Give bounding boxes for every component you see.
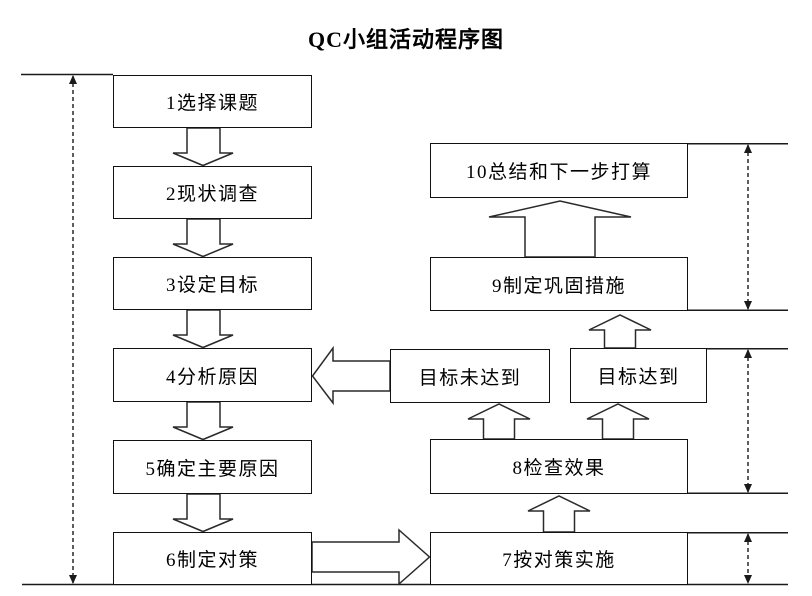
arrow-down-head-icon: [69, 575, 77, 584]
right-span-dashed-double-arrow-step-7: [744, 533, 752, 584]
flow-box-5-determine-main-cause: 5确定主要原因: [113, 440, 312, 494]
right-span-dashed-double-arrow-step-8: [744, 349, 752, 493]
arrow-step8-to-goal-met-icon: [586, 403, 650, 440]
arrow-step5-to-step6-icon: [172, 493, 234, 533]
left-span-dashed-double-arrow: [69, 75, 77, 584]
flow-box-6-make-countermeasures: 6制定对策: [113, 532, 312, 585]
arrow-up-head-icon: [744, 144, 752, 153]
arrow-step7-to-step8-icon: [527, 495, 591, 533]
arrow-down-head-icon: [744, 301, 752, 310]
arrow-down-head-icon: [744, 484, 752, 493]
arrow-goal-met-to-step9-icon: [588, 314, 652, 349]
arrow-step3-to-step4-icon: [172, 309, 234, 349]
arrow-up-head-icon: [744, 349, 752, 358]
flow-box-3-set-goal: 3设定目标: [113, 257, 312, 310]
arrow-goal-not-met-to-step4-icon: [311, 345, 391, 406]
arrow-step1-to-step2-icon: [172, 127, 234, 167]
flow-box-goal-met: 目标达到: [570, 348, 707, 403]
flow-box-10-summary-next-plan: 10总结和下一步打算: [430, 143, 688, 198]
arrow-step8-to-goal-not-met-icon: [467, 403, 531, 440]
arrow-step9-to-step10-icon: [488, 200, 632, 258]
arrow-up-head-icon: [744, 533, 752, 542]
flow-box-8-check-effect: 8检查效果: [430, 439, 688, 494]
flow-box-9-consolidation: 9制定巩固措施: [430, 257, 688, 311]
arrow-step2-to-step3-icon: [172, 218, 234, 258]
arrow-step6-to-step7-icon: [311, 528, 431, 586]
flow-box-2-current-survey: 2现状调查: [113, 166, 312, 219]
flow-box-7-implement: 7按对策实施: [430, 532, 688, 585]
arrow-step4-to-step5-icon: [172, 401, 234, 441]
flow-box-1-select-topic: 1选择课题: [113, 75, 312, 128]
flow-box-4-analyze-causes: 4分析原因: [113, 348, 312, 402]
right-span-dashed-double-arrow-steps-9-10: [744, 144, 752, 310]
arrow-up-head-icon: [69, 75, 77, 84]
flow-box-goal-not-met: 目标未达到: [390, 349, 550, 403]
diagram-title: QC小组活动程序图: [307, 27, 504, 52]
arrow-down-head-icon: [744, 575, 752, 584]
